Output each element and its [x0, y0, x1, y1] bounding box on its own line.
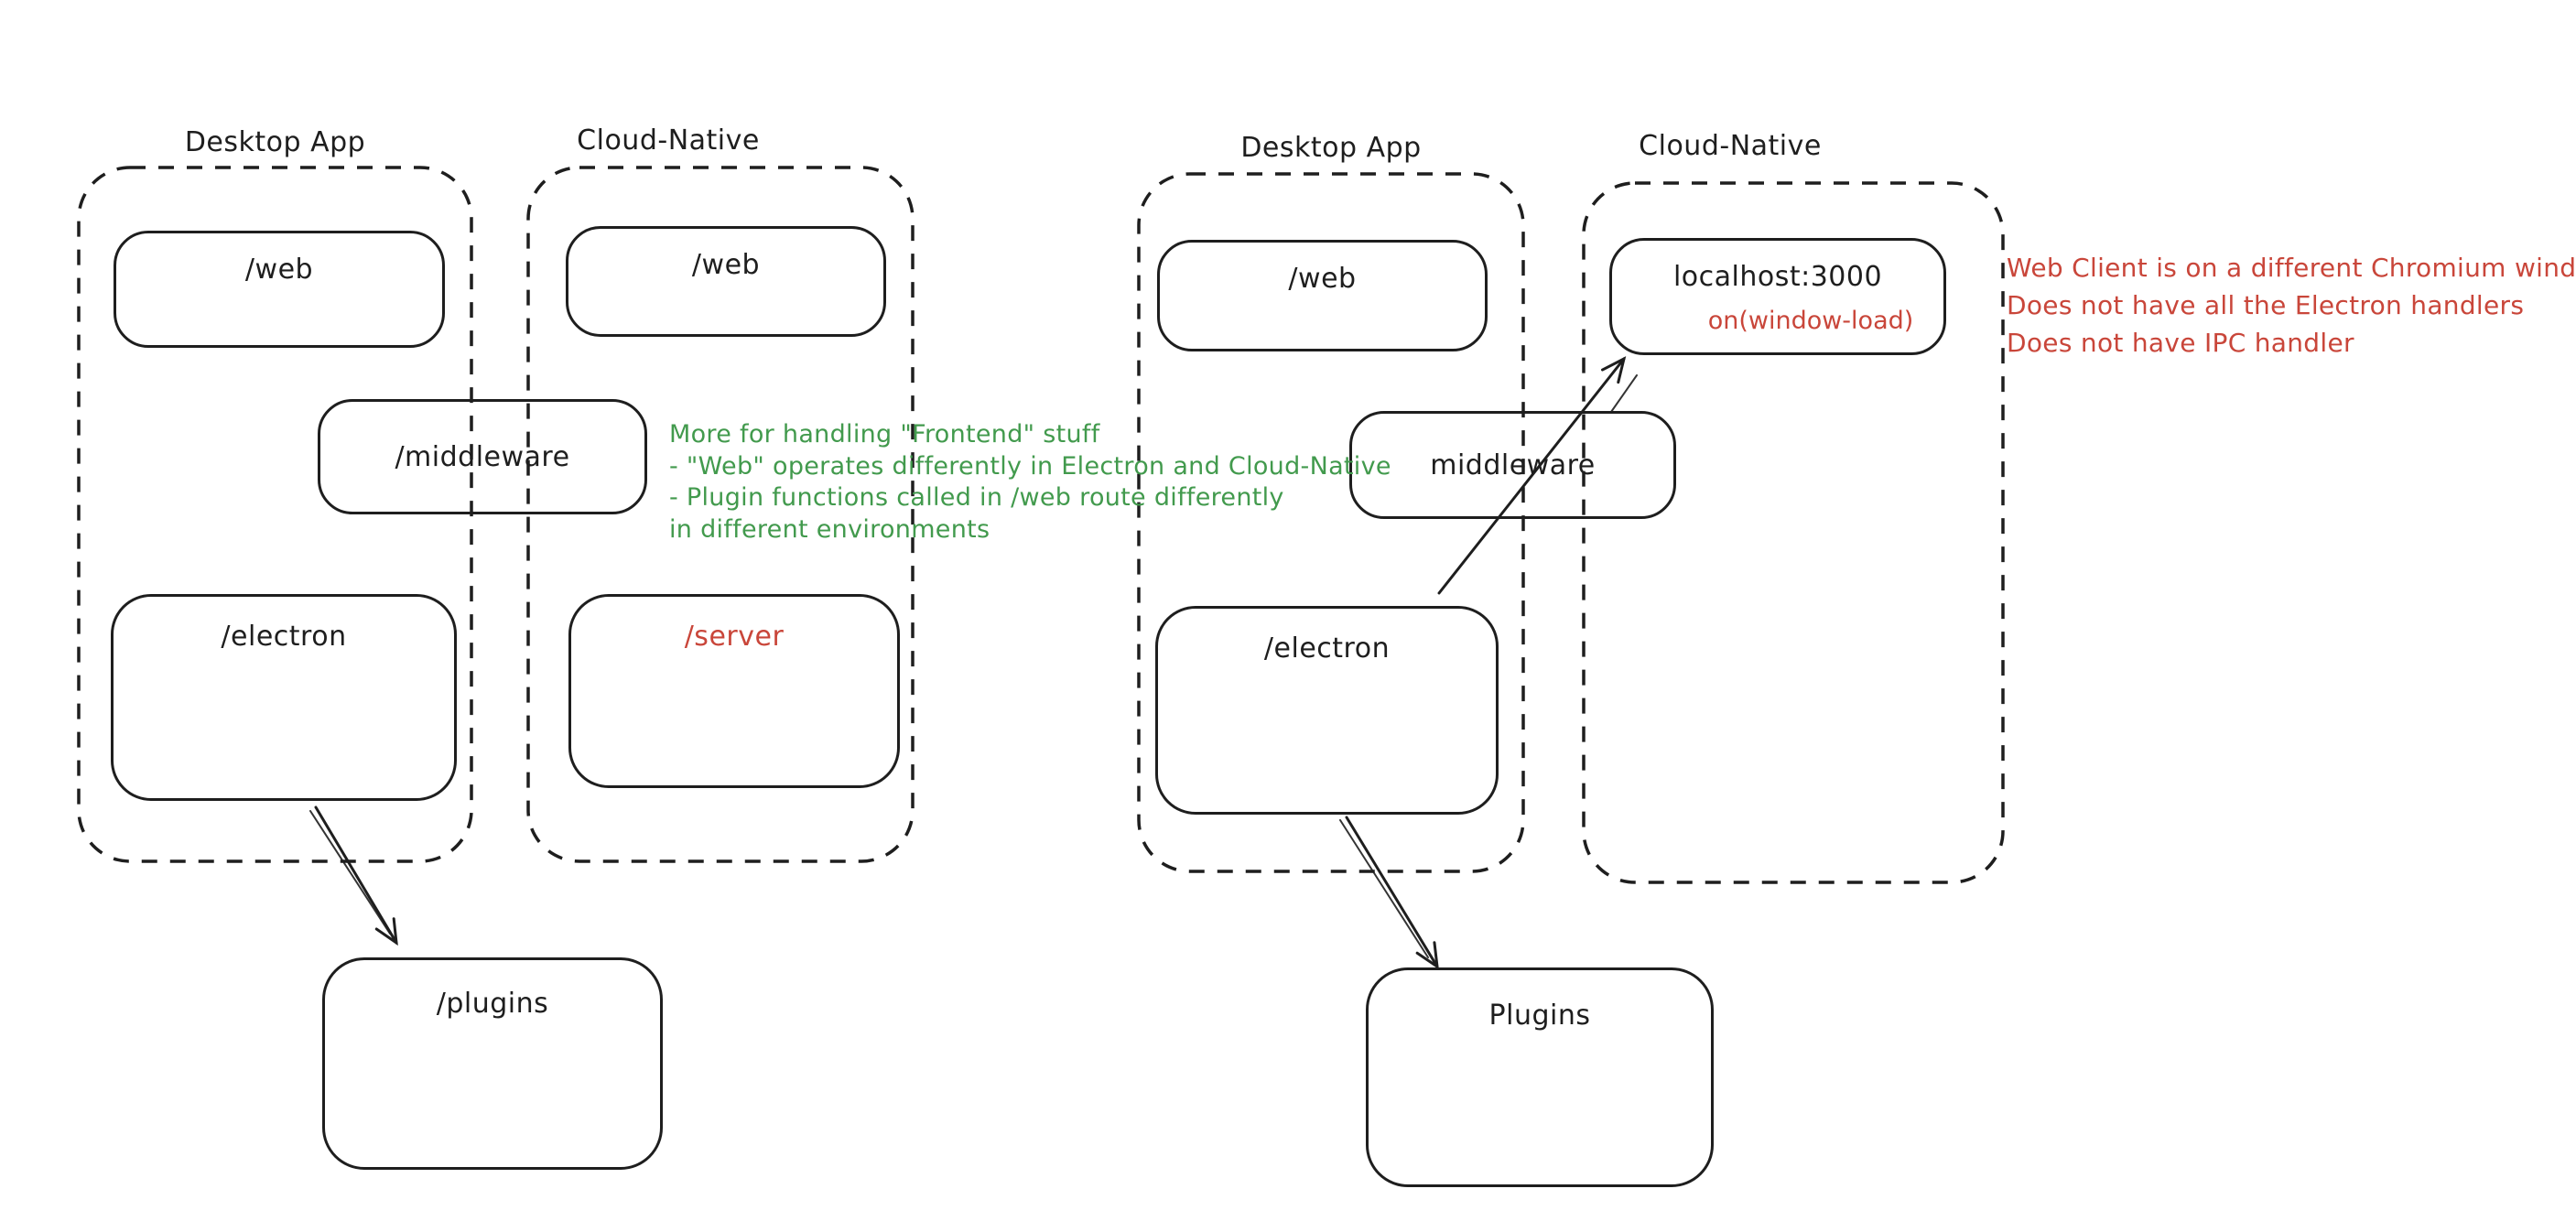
right-cloud-native-label: Cloud-Native	[1639, 130, 1822, 162]
right-localhost-box: localhost:3000 on(window-load)	[1609, 238, 1946, 355]
arrow-right-electron-to-plugins	[1339, 816, 1439, 970]
right-plugins-label: Plugins	[1488, 1000, 1591, 1032]
web-client-note-line: Web Client is on a different Chromium wi…	[2007, 253, 2576, 283]
right-middleware-label: middleware	[1430, 448, 1596, 481]
left-cloud-web-box: /web	[566, 226, 886, 337]
web-client-note-line: Does not have IPC handler	[2007, 328, 2354, 358]
left-desktop-app-label: Desktop App	[184, 126, 366, 158]
right-desktop-web-box: /web	[1157, 240, 1488, 351]
left-cloud-web-label: /web	[691, 249, 761, 281]
right-electron-label: /electron	[1263, 632, 1391, 665]
left-cloud-native-label: Cloud-Native	[577, 124, 760, 157]
left-desktop-web-box: /web	[114, 231, 445, 348]
left-plugins-box: /plugins	[322, 957, 663, 1170]
left-server-box: /server	[568, 594, 900, 788]
right-localhost-label: localhost:3000	[1672, 261, 1883, 293]
left-electron-label: /electron	[221, 621, 347, 653]
arrow-left-electron-to-plugins	[309, 805, 398, 946]
left-desktop-web-label: /web	[244, 254, 314, 286]
frontend-note-line: - Plugin functions called in /web route …	[669, 483, 1284, 512]
frontend-note-line: More for handling "Frontend" stuff	[669, 420, 1100, 448]
frontend-note-line: in different environments	[669, 514, 990, 544]
right-middleware-box: middleware	[1349, 411, 1676, 519]
frontend-note-line: - "Web" operates differently in Electron…	[669, 451, 1391, 481]
right-on-window-load-label: on(window-load)	[1707, 307, 1914, 335]
web-client-note-line: Does not have all the Electron handlers	[2007, 290, 2525, 320]
right-plugins-box: Plugins	[1366, 967, 1714, 1187]
left-plugins-label: /plugins	[436, 988, 549, 1020]
left-middleware-label: /middleware	[395, 440, 570, 473]
right-electron-box: /electron	[1155, 606, 1499, 815]
frontend-note: More for handling "Frontend" stuff - "We…	[669, 419, 1391, 546]
web-client-note: Web Client is on a different Chromium wi…	[2007, 249, 2576, 362]
left-middleware-box: /middleware	[318, 399, 647, 514]
right-desktop-web-label: /web	[1288, 263, 1357, 295]
left-electron-box: /electron	[111, 594, 457, 801]
left-server-label: /server	[684, 621, 785, 653]
right-desktop-app-label: Desktop App	[1240, 132, 1422, 164]
